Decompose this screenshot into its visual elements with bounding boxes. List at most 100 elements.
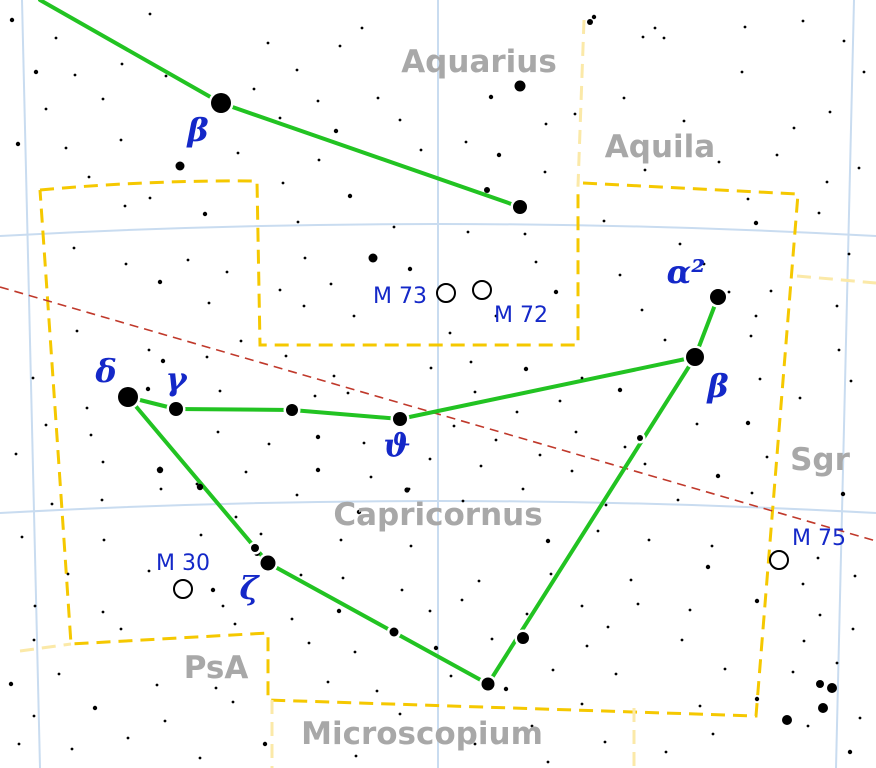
deep-sky-objects [173, 280, 789, 599]
field-star [662, 36, 666, 40]
field-star [148, 196, 152, 200]
field-star [9, 17, 15, 23]
field-star [851, 627, 855, 631]
star [481, 677, 495, 691]
field-star [473, 390, 477, 394]
boundary-faint [576, 19, 586, 187]
field-star [338, 44, 342, 48]
field-star [398, 712, 402, 716]
field-star [404, 487, 410, 493]
field-star [798, 396, 802, 400]
field-star [299, 573, 303, 577]
field-star [543, 170, 547, 174]
field-star [664, 750, 668, 754]
field-star [50, 502, 54, 506]
field-star [643, 168, 647, 172]
field-star [433, 645, 439, 651]
field-star [494, 314, 498, 318]
field-star [123, 204, 127, 208]
field-star [640, 308, 644, 312]
field-star [392, 225, 396, 229]
field-star [842, 39, 846, 43]
field-star [33, 69, 39, 75]
field-star [490, 637, 494, 641]
field-star [698, 704, 702, 708]
field-star [302, 304, 306, 308]
figure-line [266, 561, 490, 686]
field-star [156, 466, 164, 474]
field-star [827, 683, 837, 693]
star-label-delta: δ [94, 352, 116, 390]
field-star [8, 681, 14, 687]
field-star [163, 719, 167, 723]
field-star [740, 70, 744, 74]
field-star [266, 41, 270, 45]
field-star [461, 499, 465, 503]
field-star [801, 582, 805, 586]
field-star [711, 732, 715, 736]
field-star [66, 572, 70, 576]
field-star [825, 180, 829, 184]
field-star [544, 122, 548, 126]
field-star [333, 128, 339, 134]
field-star [428, 457, 432, 461]
field-star [750, 491, 754, 495]
field-star [606, 625, 610, 629]
field-star [469, 360, 473, 364]
field-star [244, 470, 248, 474]
field-star [460, 598, 464, 602]
field-star [587, 19, 593, 25]
dso-marker-m75 [769, 550, 789, 570]
field-star [494, 438, 498, 442]
field-star [278, 116, 282, 120]
field-star [545, 538, 551, 544]
field-star [332, 374, 336, 378]
field-star [44, 423, 48, 427]
field-star [252, 87, 256, 91]
field-star [753, 220, 759, 226]
field-star [92, 705, 98, 711]
field-star [148, 12, 152, 16]
star-label-zeta: ζ [240, 569, 261, 607]
star [393, 412, 407, 426]
field-star [614, 672, 618, 676]
field-star [705, 564, 711, 570]
field-star [164, 74, 168, 78]
field-star [715, 473, 721, 479]
field-star [641, 35, 645, 39]
grid-line [21, 0, 41, 768]
grid-line [835, 0, 855, 768]
field-star [315, 434, 321, 440]
field-star [234, 515, 238, 519]
field-star [727, 290, 731, 294]
field-star [205, 355, 209, 359]
field-star [407, 266, 413, 272]
field-star [596, 529, 600, 533]
field-star [695, 422, 699, 426]
field-star [573, 112, 577, 116]
star [517, 632, 529, 644]
field-star [802, 639, 806, 643]
field-star [749, 334, 753, 338]
field-star [847, 749, 853, 755]
field-star [837, 348, 841, 352]
field-star [622, 96, 626, 100]
field-star [604, 503, 608, 507]
field-star [85, 406, 89, 410]
field-star [339, 538, 343, 542]
field-star [858, 716, 862, 720]
field-star [218, 389, 222, 393]
star [513, 200, 527, 214]
field-star [769, 289, 773, 293]
field-star [580, 702, 584, 706]
field-star [840, 491, 846, 497]
star-label-gamma: γ [165, 360, 188, 398]
field-star [20, 535, 24, 539]
field-star [647, 538, 651, 542]
field-star [32, 714, 36, 718]
field-star [525, 612, 529, 616]
field-star [847, 252, 851, 256]
star [211, 93, 231, 113]
field-star [678, 242, 682, 246]
